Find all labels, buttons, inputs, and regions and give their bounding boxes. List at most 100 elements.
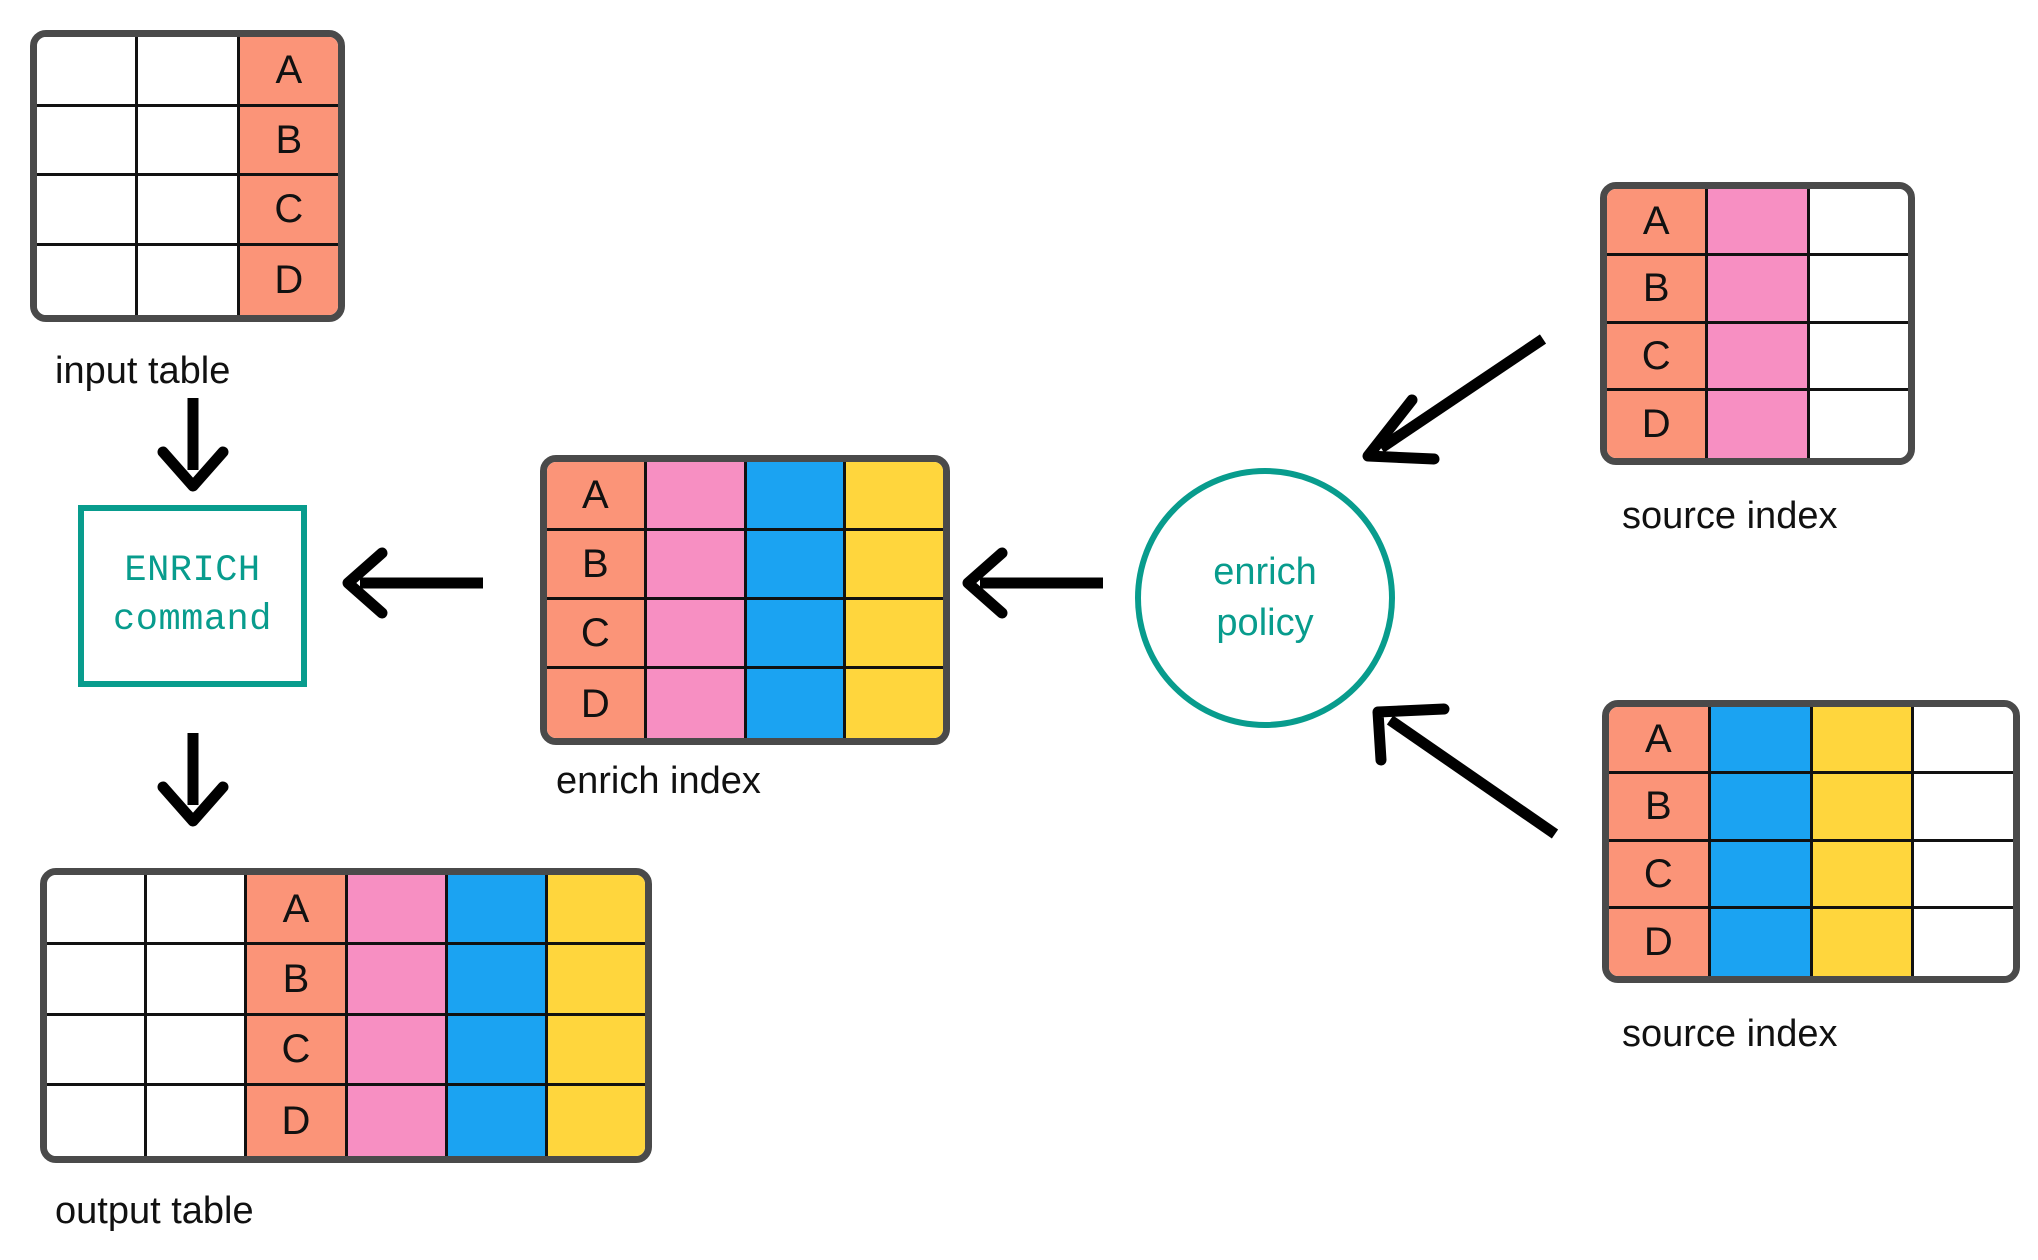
table-row: B <box>1609 774 2013 842</box>
table-row: C <box>47 1015 645 1086</box>
table-cell <box>1809 256 1908 324</box>
enrich-command-line2: command <box>113 599 272 641</box>
table-cell <box>1710 908 1813 976</box>
table-cell <box>547 1015 645 1086</box>
table-cell <box>447 945 548 1016</box>
source-index-top-caption: source index <box>1622 495 1838 537</box>
table-cell <box>47 945 148 1016</box>
enrich-index-caption: enrich index <box>556 760 761 802</box>
arrow-enrich-index-to-command <box>342 547 483 619</box>
table-cell: C <box>547 600 647 669</box>
table-cell: B <box>239 106 338 176</box>
arrow-command-to-output <box>157 733 229 827</box>
table-cell <box>1708 256 1810 324</box>
table-cell <box>1708 390 1810 458</box>
enrich-command-box[interactable]: ENRICH command <box>78 505 307 687</box>
table-cell <box>1710 707 1813 775</box>
table-cell: D <box>239 245 338 315</box>
table-cell <box>1809 390 1908 458</box>
table-cell: D <box>1609 908 1711 976</box>
table-row: A <box>1609 707 2013 775</box>
table-cell <box>37 176 139 246</box>
table-cell <box>1708 189 1810 257</box>
enrich-policy-line2: policy <box>1216 602 1314 644</box>
table-row: D <box>1607 390 1908 458</box>
table-cell <box>646 669 747 738</box>
table-row: B <box>547 531 943 600</box>
table-cell: A <box>239 37 338 107</box>
enrich-policy-circle[interactable]: enrich policy <box>1135 468 1395 728</box>
table-cell <box>846 600 943 669</box>
table-row: B <box>37 106 338 176</box>
table-row: D <box>1609 908 2013 976</box>
table-cell: A <box>547 462 647 531</box>
table-cell: B <box>247 945 348 1016</box>
table-cell: B <box>547 531 647 600</box>
table-cell <box>846 531 943 600</box>
source-index-bottom-caption: source index <box>1622 1013 1838 1055</box>
enrich-command-line1: ENRICH <box>124 550 261 593</box>
table-cell <box>1812 908 1915 976</box>
table-cell <box>547 1085 645 1156</box>
table-cell <box>447 875 548 946</box>
table-cell <box>37 245 139 315</box>
table-cell: C <box>239 176 338 246</box>
table-row: C <box>547 600 943 669</box>
table-row: C <box>1607 323 1908 391</box>
table-cell: A <box>1607 189 1709 257</box>
enrich-policy-line1: enrich <box>1213 550 1317 593</box>
table-row: A <box>1607 189 1908 257</box>
arrow-source-top-to-policy <box>1362 334 1547 465</box>
table-cell <box>1812 707 1915 775</box>
table-cell <box>746 669 847 738</box>
table-cell: A <box>247 875 348 946</box>
table-cell <box>147 1085 248 1156</box>
table-cell <box>1914 908 2013 976</box>
table-cell <box>1914 841 2013 909</box>
table-cell <box>138 106 240 176</box>
table-cell <box>1914 774 2013 842</box>
table-cell <box>147 1015 248 1086</box>
table-cell <box>447 1015 548 1086</box>
table-cell: D <box>547 669 647 738</box>
table-row: C <box>1609 841 2013 909</box>
table-cell <box>1914 707 2013 775</box>
arrow-source-bottom-to-policy <box>1372 703 1559 839</box>
table-row: A <box>547 462 943 531</box>
table-cell <box>1809 189 1908 257</box>
table-cell: C <box>1607 323 1709 391</box>
table-cell <box>1710 841 1813 909</box>
output-table-caption: output table <box>55 1190 254 1232</box>
table-row: D <box>37 245 338 315</box>
table-cell <box>347 875 448 946</box>
table-row: D <box>547 669 943 738</box>
table-cell <box>138 176 240 246</box>
table-cell <box>47 1085 148 1156</box>
table-cell <box>547 875 645 946</box>
table-cell <box>746 531 847 600</box>
table-cell <box>846 669 943 738</box>
input-table-caption: input table <box>55 350 231 392</box>
table-cell <box>138 37 240 107</box>
table-cell <box>347 1085 448 1156</box>
table-cell <box>447 1085 548 1156</box>
table-cell <box>1710 774 1813 842</box>
table-cell <box>646 600 747 669</box>
table-cell: D <box>1607 390 1709 458</box>
table-cell <box>347 1015 448 1086</box>
table-cell <box>37 37 139 107</box>
table-cell <box>1809 323 1908 391</box>
table-cell: C <box>247 1015 348 1086</box>
table-cell <box>1708 323 1810 391</box>
table-cell <box>1812 774 1915 842</box>
table-cell <box>47 1015 148 1086</box>
table-cell <box>147 945 248 1016</box>
table-cell: B <box>1607 256 1709 324</box>
table-row: A <box>37 37 338 107</box>
table-cell <box>547 945 645 1016</box>
